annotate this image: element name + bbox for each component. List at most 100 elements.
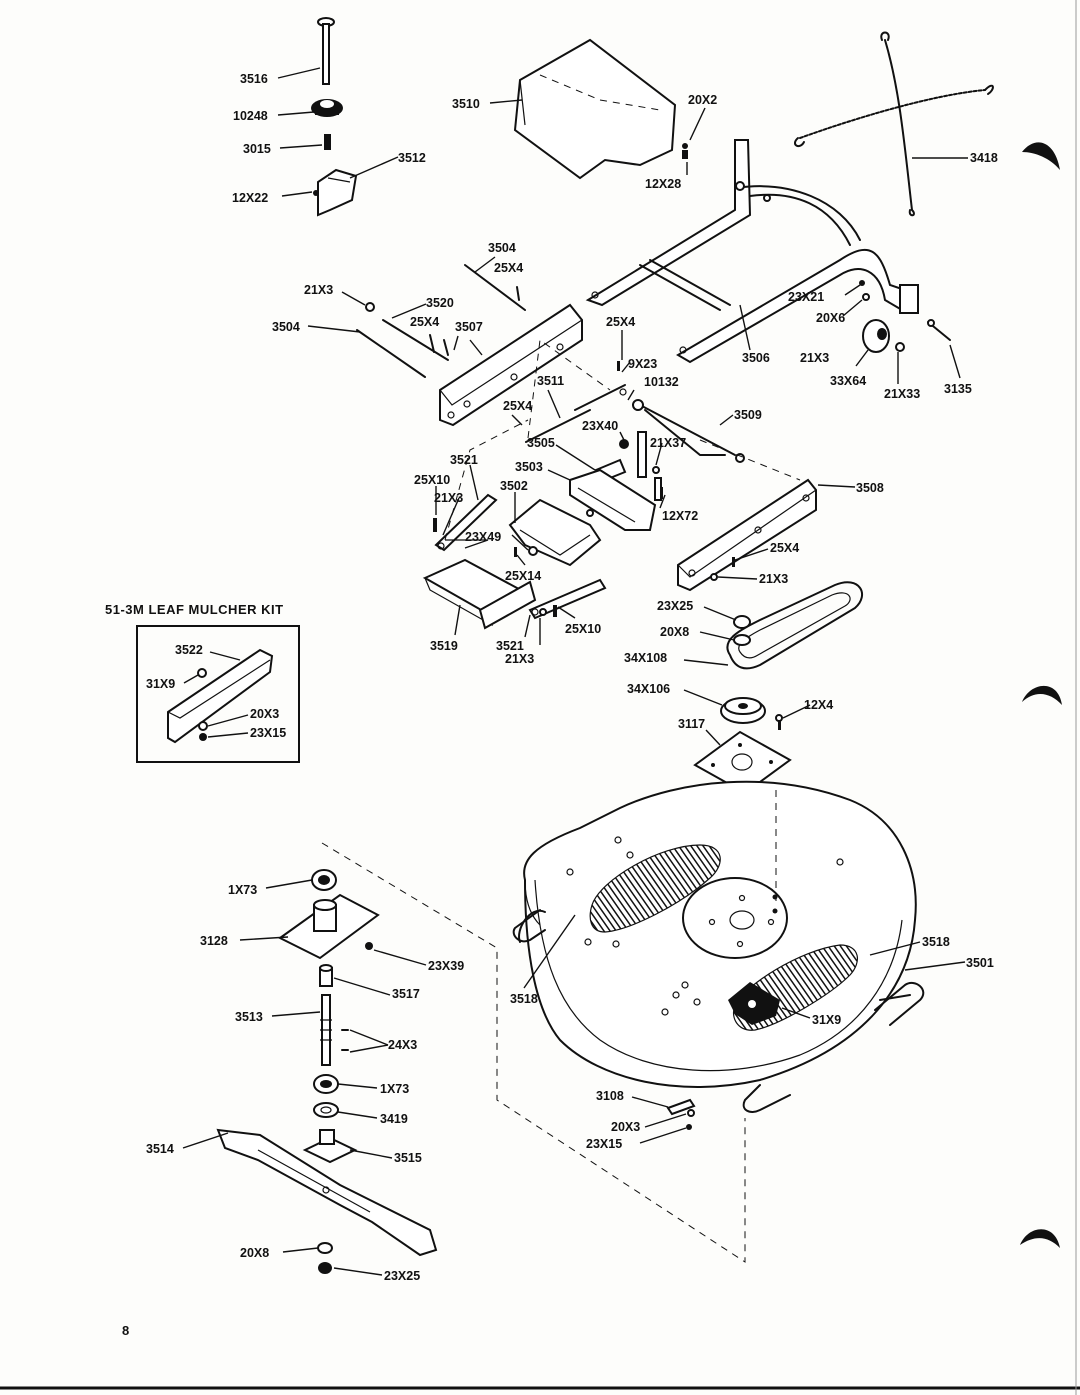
part-3513-shaft bbox=[320, 994, 349, 1066]
part-34X106-pulley bbox=[720, 697, 783, 730]
callout-labels: 3516 10248 3015 3512 12X22 3510 20X2 12X… bbox=[105, 72, 998, 1338]
part-3503-bracket bbox=[569, 468, 657, 531]
page-number: 8 bbox=[122, 1323, 129, 1338]
label-3504-upper: 3504 bbox=[488, 241, 516, 255]
label-3135: 3135 bbox=[944, 382, 972, 396]
part-3509-arm bbox=[632, 399, 745, 463]
deck-handle-bails bbox=[512, 909, 925, 1113]
label-21X3-upper: 21X3 bbox=[304, 283, 333, 297]
label-12X28: 12X28 bbox=[645, 177, 681, 191]
label-3518-left: 3518 bbox=[510, 992, 538, 1006]
label-3512: 3512 bbox=[398, 151, 426, 165]
part-3522-mulcher-plate bbox=[167, 648, 274, 744]
part-3519-frame bbox=[422, 558, 537, 630]
label-3128: 3128 bbox=[200, 934, 228, 948]
part-1X73-bearing-bottom bbox=[313, 1074, 339, 1094]
label-23X15-deck: 23X15 bbox=[586, 1137, 622, 1151]
part-3508-plate bbox=[677, 478, 817, 592]
label-12X22: 12X22 bbox=[232, 191, 268, 205]
registration-marks bbox=[1020, 142, 1062, 1248]
part-3015-spring bbox=[324, 134, 331, 150]
label-21X33: 21X33 bbox=[884, 387, 920, 401]
label-9X23: 9X23 bbox=[628, 357, 657, 371]
label-23X25-upper: 23X25 bbox=[657, 599, 693, 613]
part-3521-links bbox=[434, 493, 607, 620]
label-21X37: 21X37 bbox=[650, 436, 686, 450]
label-12X72: 12X72 bbox=[662, 509, 698, 523]
label-23X49: 23X49 bbox=[465, 530, 501, 544]
part-3504-rods bbox=[356, 264, 526, 378]
label-3418: 3418 bbox=[970, 151, 998, 165]
label-20X3-kit: 20X3 bbox=[250, 707, 279, 721]
label-3501: 3501 bbox=[966, 956, 994, 970]
label-3516: 3516 bbox=[240, 72, 268, 86]
label-34X106: 34X106 bbox=[627, 682, 670, 696]
label-3522: 3522 bbox=[175, 643, 203, 657]
label-20X8-lower: 20X8 bbox=[240, 1246, 269, 1260]
part-3510-cover bbox=[513, 38, 688, 180]
label-3507: 3507 bbox=[455, 320, 483, 334]
label-3419: 3419 bbox=[380, 1112, 408, 1126]
label-31X9-deck: 31X9 bbox=[812, 1013, 841, 1027]
part-3512-bracket bbox=[313, 168, 358, 217]
part-3128-housing bbox=[278, 893, 380, 960]
label-23X15-kit: 23X15 bbox=[250, 726, 286, 740]
label-3506: 3506 bbox=[742, 351, 770, 365]
label-33X64: 33X64 bbox=[830, 374, 866, 388]
label-1X73-lower: 1X73 bbox=[380, 1082, 409, 1096]
label-1X73-upper: 1X73 bbox=[228, 883, 257, 897]
label-25X4-3520: 25X4 bbox=[410, 315, 439, 329]
label-3504-lower: 3504 bbox=[272, 320, 300, 334]
label-25X4-upper: 25X4 bbox=[494, 261, 523, 275]
part-20X8-washer-bottom bbox=[317, 1242, 333, 1254]
part-3517-spacer bbox=[319, 964, 333, 987]
label-3521-upper: 3521 bbox=[450, 453, 478, 467]
kit-title: 51-3M LEAF MULCHER KIT bbox=[105, 602, 284, 617]
part-3515-adapter bbox=[302, 1129, 358, 1164]
part-31X9-impeller bbox=[728, 982, 780, 1025]
label-25X10-lower: 25X10 bbox=[565, 622, 601, 636]
label-25X4-3511: 25X4 bbox=[503, 399, 532, 413]
label-3519: 3519 bbox=[430, 639, 458, 653]
label-3108: 3108 bbox=[596, 1089, 624, 1103]
part-3506-handle bbox=[585, 139, 919, 364]
leaf-mulcher-kit-box bbox=[136, 625, 300, 763]
label-3502: 3502 bbox=[500, 479, 528, 493]
label-21X3-link: 21X3 bbox=[434, 491, 463, 505]
label-25X4-mid: 25X4 bbox=[606, 315, 635, 329]
label-23X39: 23X39 bbox=[428, 959, 464, 973]
label-20X2: 20X2 bbox=[688, 93, 717, 107]
label-10248: 10248 bbox=[233, 109, 268, 123]
leader-lines bbox=[182, 67, 968, 1276]
label-3518-right: 3518 bbox=[922, 935, 950, 949]
part-33X64-wheel bbox=[859, 280, 905, 353]
part-3511-rod bbox=[525, 384, 626, 443]
label-3505: 3505 bbox=[527, 436, 555, 450]
label-3510: 3510 bbox=[452, 97, 480, 111]
part-3502-bracket bbox=[508, 498, 602, 567]
part-3516-bolt bbox=[317, 17, 335, 85]
part-10248-knob bbox=[311, 99, 343, 117]
label-3517: 3517 bbox=[392, 987, 420, 1001]
label-25X4-lower: 25X4 bbox=[770, 541, 799, 555]
part-1X73-bearing-top bbox=[311, 869, 337, 891]
part-23X25-nut-bottom bbox=[318, 1262, 332, 1274]
label-25X10-upper: 25X10 bbox=[414, 473, 450, 487]
part-3418-hooks bbox=[794, 31, 994, 217]
part-3419-washer bbox=[313, 1102, 339, 1118]
label-3511: 3511 bbox=[537, 374, 564, 388]
label-12X4: 12X4 bbox=[804, 698, 833, 712]
label-20X6: 20X6 bbox=[816, 311, 845, 325]
label-34X108: 34X108 bbox=[624, 651, 667, 665]
label-10132: 10132 bbox=[644, 375, 679, 389]
label-3520: 3520 bbox=[426, 296, 454, 310]
label-21X3-lower: 21X3 bbox=[505, 652, 534, 666]
small-fasteners-middle bbox=[433, 361, 663, 617]
label-3503: 3503 bbox=[515, 460, 543, 474]
label-3521-lower: 3521 bbox=[496, 639, 524, 653]
label-3509: 3509 bbox=[734, 408, 762, 422]
part-3507-plate bbox=[439, 303, 583, 427]
label-25X14: 25X14 bbox=[505, 569, 541, 583]
label-23X21: 23X21 bbox=[788, 290, 824, 304]
